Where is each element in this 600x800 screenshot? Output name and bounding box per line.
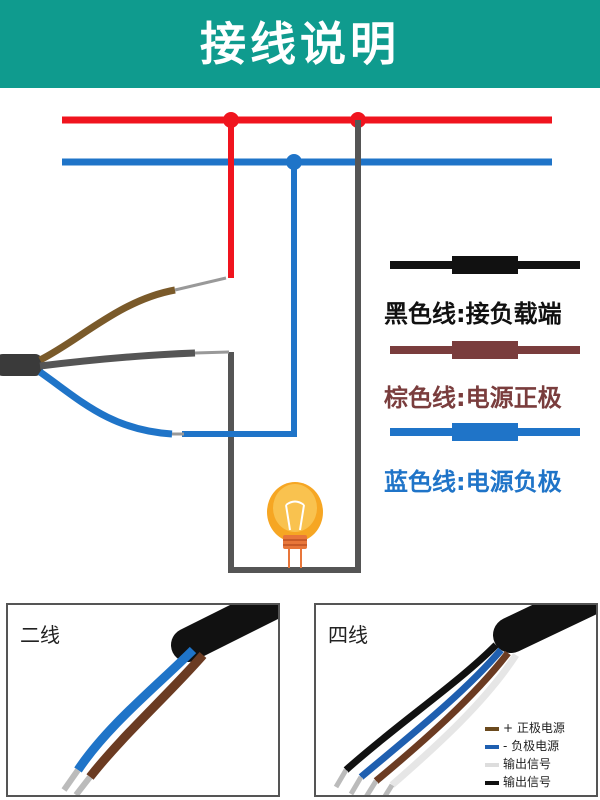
- legend-label-black: 黑色线:接负载端: [384, 300, 562, 328]
- legend-black-swatch: [390, 256, 580, 274]
- black-wire: [39, 349, 196, 370]
- header-banner: 接线说明: [0, 0, 600, 88]
- four-wire-cable-illustration: [333, 605, 596, 795]
- four-wire-legend-label: - 负极电源: [503, 739, 560, 753]
- four-wire-legend-item: 输出信号: [485, 755, 551, 772]
- four-wire-legend-label: 输出信号: [503, 775, 552, 789]
- two-wire-title: 二线: [20, 623, 60, 647]
- four-wire-legend-label: + 正极电源: [503, 721, 565, 735]
- sensor-cable: [0, 354, 43, 376]
- four-wire-legend-item: 输出信号: [485, 773, 551, 790]
- four-wire-legend-item: - 负极电源: [485, 737, 559, 754]
- legend-label-blue: 蓝色线:电源负极: [384, 468, 562, 496]
- four-wire-panel: 四线: [314, 603, 598, 797]
- black-wire-tip: [194, 350, 230, 355]
- load-loop-wire: [228, 120, 361, 573]
- page-title: 接线说明: [200, 17, 400, 71]
- four-wire-legend-swatch: [485, 744, 499, 749]
- two-wire-cable-illustration: [61, 605, 278, 795]
- four-wire-legend-swatch: [485, 762, 499, 767]
- legend-label-brown: 棕色线:电源正极: [384, 384, 562, 412]
- four-wire-title: 四线: [328, 623, 368, 647]
- four-wire-legend-label: 输出信号: [503, 757, 552, 771]
- two-wire-panel: 二线: [6, 603, 280, 797]
- legend-blue-swatch: [390, 423, 580, 441]
- positive-junction-dot: [223, 112, 239, 128]
- four-wire-legend-swatch: [485, 726, 499, 731]
- four-wire-legend-item: + 正极电源: [485, 719, 565, 736]
- brown-wire: [38, 286, 176, 364]
- four-wire-legend-swatch: [485, 780, 499, 785]
- negative-drop-wire: [182, 162, 297, 437]
- light-bulb-icon: [267, 482, 323, 568]
- legend-brown-swatch: [390, 341, 580, 359]
- blue-wire: [37, 369, 173, 438]
- brown-wire-tip: [174, 276, 227, 292]
